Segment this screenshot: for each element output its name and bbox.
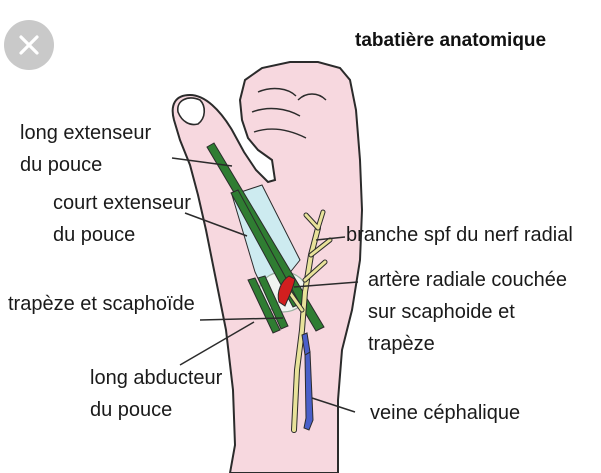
leader-lines: [171, 157, 359, 413]
radial-artery: [277, 275, 296, 307]
label-branche-nerf: branche spf du nerf radial: [346, 224, 573, 246]
nerve-branches: [285, 209, 333, 433]
label-long-extenseur-line1: long extenseur: [20, 122, 152, 144]
leader-branche-nerf: [315, 236, 346, 241]
label-court-extenseur-line1: court extenseur: [53, 192, 191, 214]
leader-long-extenseur: [171, 157, 233, 167]
finger-creases: [251, 87, 327, 139]
close-icon: [19, 35, 39, 55]
leader-veine: [311, 397, 356, 413]
label-long-abducteur-line1: long abducteur: [90, 367, 223, 389]
label-court-extenseur-line2: du pouce: [53, 224, 136, 246]
close-button[interactable]: [4, 20, 54, 70]
leader-court-extenseur: [184, 212, 248, 237]
tendon-long-abducteur: [247, 277, 281, 334]
label-long-extenseur-line2: du pouce: [20, 154, 103, 176]
label-trapeze-scaphoide: trapèze et scaphoïde: [8, 293, 195, 315]
tendon-long-abducteur-2: [257, 275, 289, 330]
label-artere-line3: trapèze: [368, 333, 435, 355]
cephalic-vein-upper: [301, 332, 311, 356]
label-artere-line2: sur scaphoide et: [368, 301, 515, 323]
label-artere-line1: artère radiale couchée: [368, 269, 568, 291]
label-long-abducteur-line2: du pouce: [90, 399, 173, 421]
leader-long-abducteur: [179, 321, 255, 366]
label-veine-cephalique: veine céphalique: [370, 402, 521, 424]
leader-trapeze: [199, 317, 284, 321]
tendons: [206, 142, 325, 334]
thumb-nail: [177, 97, 206, 126]
leader-artere: [293, 281, 359, 288]
page-title: tabatière anatomique: [355, 30, 547, 51]
